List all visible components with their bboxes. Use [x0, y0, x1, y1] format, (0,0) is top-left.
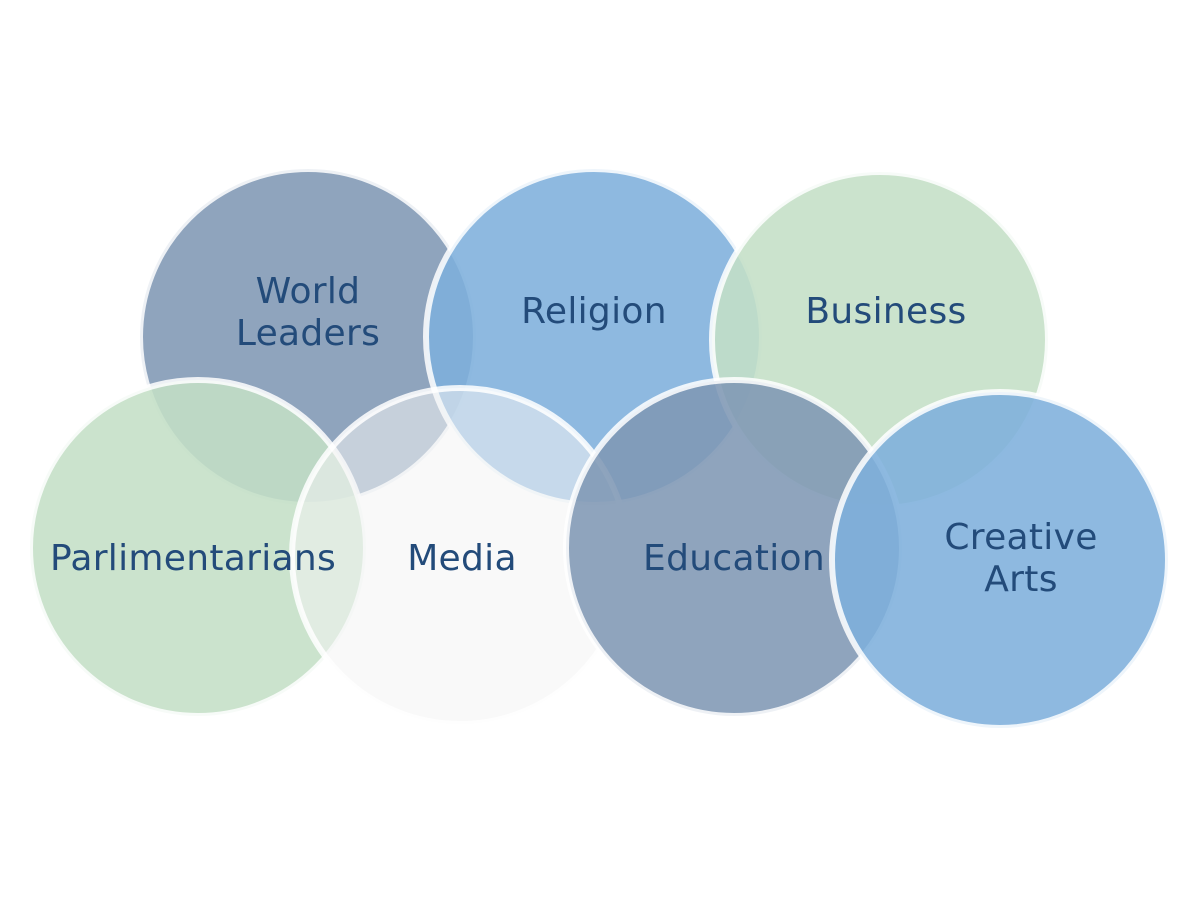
label-education-line-1: Education	[643, 538, 825, 579]
label-media: Media	[407, 538, 517, 579]
bubble-layer	[27, 166, 1171, 731]
label-creative-arts-line-1: Creative	[944, 517, 1097, 558]
label-education: Education	[643, 538, 825, 579]
label-parlimentarians-line-1: Parlimentarians	[50, 538, 336, 579]
label-world-leaders-line-1: World	[256, 271, 361, 312]
circle-creative-arts	[829, 389, 1171, 731]
label-media-line-1: Media	[407, 538, 517, 579]
label-creative-arts-line-2: Arts	[984, 559, 1058, 600]
label-business: Business	[805, 291, 966, 332]
label-business-line-1: Business	[805, 291, 966, 332]
label-world-leaders-line-2: Leaders	[236, 313, 380, 354]
label-religion: Religion	[521, 291, 667, 332]
label-parlimentarians: Parlimentarians	[50, 538, 336, 579]
label-religion-line-1: Religion	[521, 291, 667, 332]
